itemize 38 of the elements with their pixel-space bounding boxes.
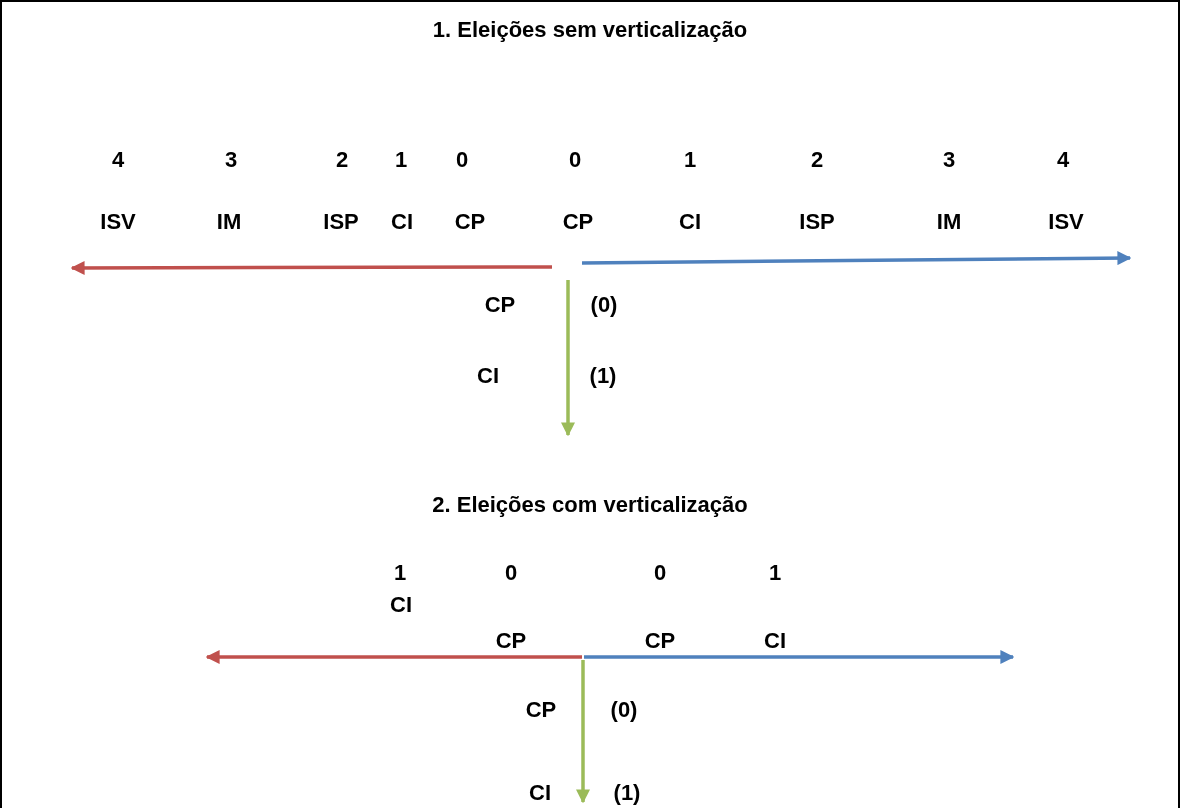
section-heading: 1. Eleições sem verticalização <box>432 17 748 43</box>
category-label: CI <box>391 209 413 235</box>
score-number: 1 <box>393 560 407 586</box>
category-label: CP <box>562 209 594 235</box>
category-label: CP <box>644 628 676 654</box>
score-number: 1 <box>768 560 782 586</box>
section-heading: 2. Eleições com verticalização <box>432 492 748 518</box>
score-number: (1) <box>613 780 641 806</box>
score-number: 3 <box>224 147 238 173</box>
score-number: 0 <box>504 560 518 586</box>
score-number: 2 <box>335 147 349 173</box>
category-label: CI <box>390 592 412 618</box>
score-number: 0 <box>455 147 469 173</box>
category-label: CI <box>764 628 786 654</box>
score-number: 4 <box>1056 147 1070 173</box>
score-number: (0) <box>610 697 638 723</box>
category-label: CI <box>529 780 551 806</box>
category-label: CI <box>679 209 701 235</box>
category-label: IM <box>936 209 962 235</box>
category-label: ISP <box>799 209 835 235</box>
score-number: 1 <box>683 147 697 173</box>
score-number: 2 <box>810 147 824 173</box>
score-number: (0) <box>590 292 618 318</box>
score-number: 3 <box>942 147 956 173</box>
score-number: 1 <box>394 147 408 173</box>
category-label: CP <box>525 697 557 723</box>
category-label: ISP <box>323 209 359 235</box>
category-label: CP <box>495 628 527 654</box>
category-label: CI <box>477 363 499 389</box>
category-label: IM <box>216 209 242 235</box>
score-number: 4 <box>111 147 125 173</box>
category-label: ISV <box>100 209 136 235</box>
category-label: CP <box>454 209 486 235</box>
category-label: CP <box>484 292 516 318</box>
score-number: 0 <box>653 560 667 586</box>
score-number: (1) <box>589 363 617 389</box>
category-label: ISV <box>1048 209 1084 235</box>
score-number: 0 <box>568 147 582 173</box>
